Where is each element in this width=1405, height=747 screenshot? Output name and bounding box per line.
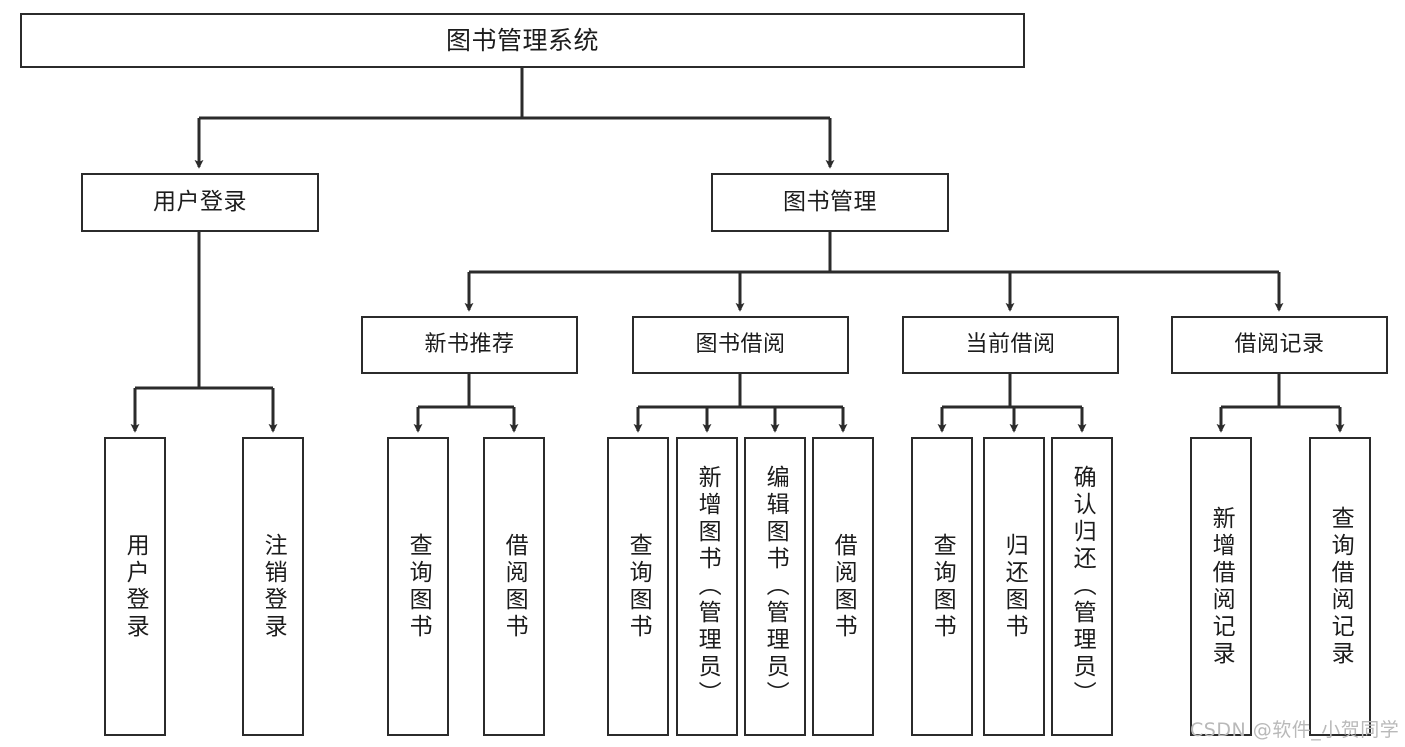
- leaf-add-borrow-record-label: 新增借阅记录: [1208, 505, 1235, 668]
- leaf-return-book-label: 归还图书: [1001, 532, 1028, 641]
- csdn-watermark: CSDN @软件_小贺同学: [1190, 719, 1400, 741]
- node-book-borrow[interactable]: 图书借阅: [632, 316, 849, 374]
- node-current-borrow-label: 当前借阅: [965, 332, 1056, 358]
- leaf-add-book-admin[interactable]: 新增图书（管理员）: [676, 437, 738, 736]
- node-user-login[interactable]: 用户登录: [81, 173, 319, 232]
- leaf-query-book-newbook-label: 查询图书: [405, 532, 432, 641]
- node-new-book-recommend[interactable]: 新书推荐: [361, 316, 578, 374]
- leaf-confirm-return-admin-label: 确认归还（管理员）: [1069, 465, 1096, 708]
- leaf-user-login[interactable]: 用户登录: [104, 437, 166, 736]
- leaf-query-borrow-record-label: 查询借阅记录: [1327, 505, 1354, 668]
- leaf-logout-label: 注销登录: [260, 532, 287, 641]
- leaf-borrow-book[interactable]: 借阅图书: [812, 437, 874, 736]
- leaf-return-book[interactable]: 归还图书: [983, 437, 1045, 736]
- node-book-management[interactable]: 图书管理: [711, 173, 949, 232]
- leaf-edit-book-admin-label: 编辑图书（管理员）: [762, 465, 789, 708]
- leaf-query-book-current[interactable]: 查询图书: [911, 437, 973, 736]
- leaf-query-book-current-label: 查询图书: [929, 532, 956, 641]
- leaf-borrow-book-newbook-label: 借阅图书: [501, 532, 528, 641]
- leaf-borrow-book-label: 借阅图书: [830, 532, 857, 641]
- leaf-edit-book-admin[interactable]: 编辑图书（管理员）: [744, 437, 806, 736]
- node-borrow-record-label: 借阅记录: [1234, 332, 1325, 358]
- leaf-add-book-admin-label: 新增图书（管理员）: [694, 465, 721, 708]
- leaf-logout[interactable]: 注销登录: [242, 437, 304, 736]
- node-new-book-recommend-label: 新书推荐: [424, 332, 515, 358]
- node-user-login-label: 用户登录: [153, 188, 247, 215]
- leaf-user-login-label: 用户登录: [122, 532, 149, 641]
- node-borrow-record[interactable]: 借阅记录: [1171, 316, 1388, 374]
- leaf-borrow-book-newbook[interactable]: 借阅图书: [483, 437, 545, 736]
- node-root-label: 图书管理系统: [445, 25, 599, 55]
- leaf-query-book-borrow[interactable]: 查询图书: [607, 437, 669, 736]
- leaf-query-book-newbook[interactable]: 查询图书: [387, 437, 449, 736]
- leaf-confirm-return-admin[interactable]: 确认归还（管理员）: [1051, 437, 1113, 736]
- node-current-borrow[interactable]: 当前借阅: [902, 316, 1119, 374]
- node-book-management-label: 图书管理: [783, 188, 877, 215]
- leaf-add-borrow-record[interactable]: 新增借阅记录: [1190, 437, 1252, 736]
- node-root[interactable]: 图书管理系统: [20, 13, 1025, 68]
- leaf-query-book-borrow-label: 查询图书: [625, 532, 652, 641]
- leaf-query-borrow-record[interactable]: 查询借阅记录: [1309, 437, 1371, 736]
- node-book-borrow-label: 图书借阅: [695, 332, 786, 358]
